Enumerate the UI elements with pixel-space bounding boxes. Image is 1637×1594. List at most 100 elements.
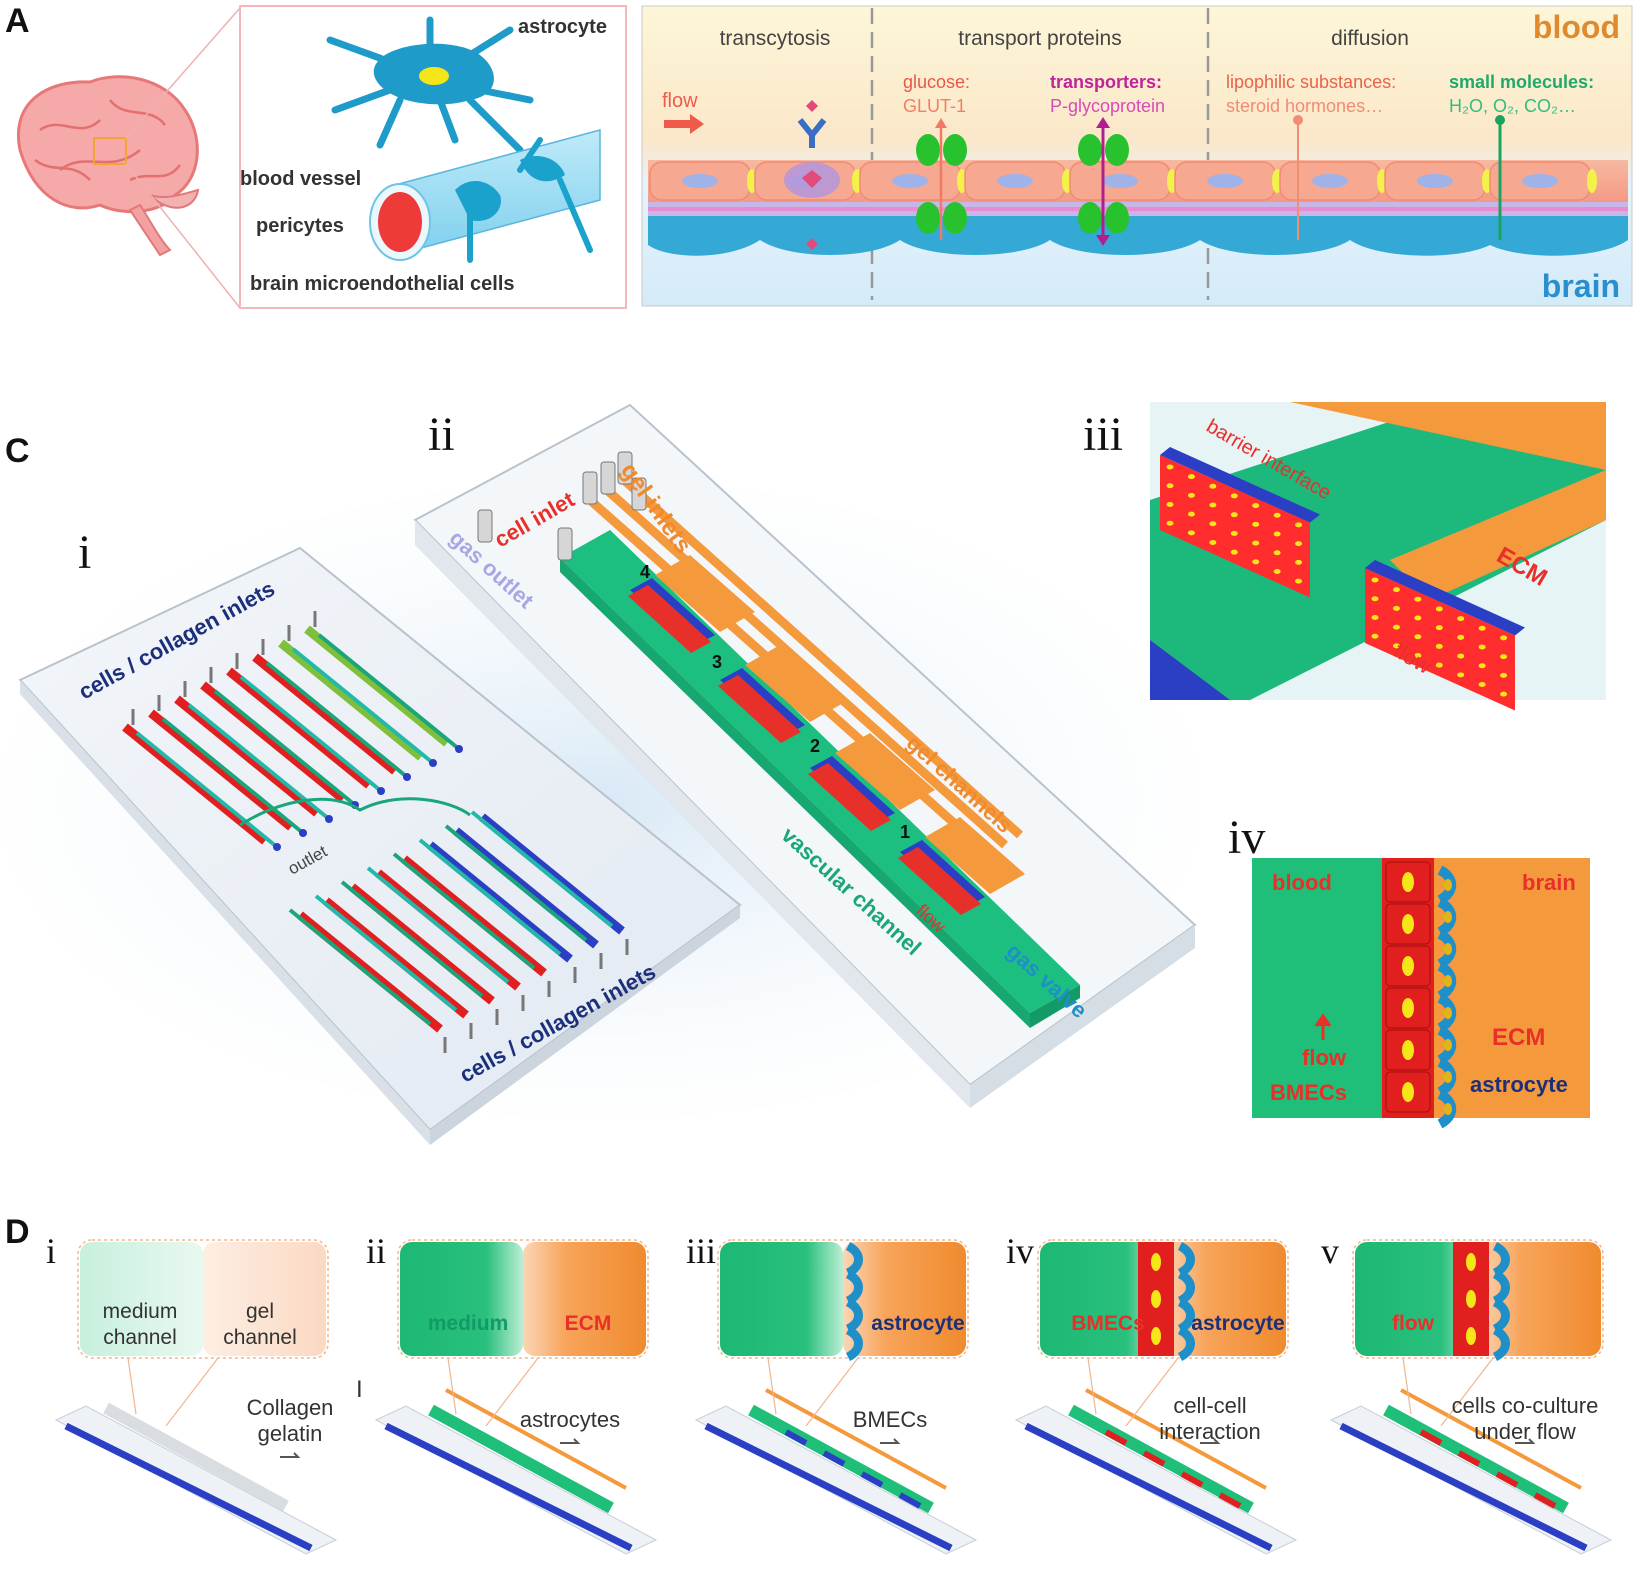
channel-green-lower <box>418 838 562 956</box>
cell-nucleus <box>1252 521 1260 527</box>
astrocyte-nucleus <box>1444 975 1452 987</box>
cell-nucleus <box>1230 530 1238 536</box>
channel-green <box>213 689 357 807</box>
outlet-channel <box>239 797 471 827</box>
panel-letter-c: C <box>5 432 30 470</box>
cell-nucleus <box>1252 559 1260 565</box>
channel-lower <box>375 869 521 991</box>
mini-orange-channel <box>1400 1388 1582 1490</box>
mini-barrier <box>1180 1471 1204 1488</box>
cell-nucleus <box>1166 483 1174 489</box>
cell-slab <box>1365 568 1515 711</box>
channel-green <box>317 633 461 751</box>
cell-nucleus <box>1414 653 1422 659</box>
cell-nucleus <box>1230 512 1238 518</box>
cell-nucleus <box>682 174 718 188</box>
channel-lower <box>427 841 573 963</box>
blood-vessel-illustration <box>369 129 601 263</box>
mini-chip <box>374 1405 658 1555</box>
cell-slab <box>1160 455 1310 598</box>
mini-barrier <box>898 1492 922 1509</box>
outlet-dot <box>273 843 281 851</box>
channel-green-lower <box>288 908 432 1026</box>
label-gel-channel: channel <box>223 1326 297 1349</box>
channel-red <box>278 639 424 761</box>
callout-line <box>447 1357 457 1415</box>
mini-empty-channel <box>103 1402 289 1512</box>
panel-d: D imediumchannelgelchannelCollagengelati… <box>5 1213 1613 1555</box>
label-right: ECM <box>565 1312 612 1335</box>
cell-nucleus <box>1435 643 1443 649</box>
mini-chip <box>1329 1405 1613 1555</box>
cell-nucleus <box>1478 625 1486 631</box>
callout-line <box>165 1357 219 1427</box>
cell-nucleus <box>1435 606 1443 612</box>
label-medium-channel: channel <box>103 1326 177 1349</box>
cell-nucleus <box>1295 522 1303 528</box>
cell-nucleus <box>1392 624 1400 630</box>
medium-region <box>1355 1242 1478 1356</box>
cell-nucleus <box>1500 672 1508 678</box>
channel-red <box>226 667 372 789</box>
cell-nucleus <box>1457 634 1465 640</box>
panel-letter-a: A <box>5 2 30 40</box>
cell-nucleus <box>1209 502 1217 508</box>
cell-nucleus <box>1371 596 1379 602</box>
barrier-block-red <box>808 763 891 831</box>
outlet-dot <box>377 787 385 795</box>
step-caption: astrocytes <box>520 1407 620 1432</box>
bmec-nucleus <box>1151 1290 1161 1308</box>
cell-nucleus <box>1209 483 1217 489</box>
cell-nucleus <box>1187 492 1195 498</box>
tight-junction <box>1587 169 1597 193</box>
label-right: astrocyte <box>1191 1312 1284 1335</box>
medium-region <box>400 1242 523 1356</box>
cell-nucleus <box>1500 635 1508 641</box>
astrocyte-nucleus <box>1444 879 1452 891</box>
channel-green-lower <box>366 866 510 984</box>
cell-nucleus <box>1478 681 1486 687</box>
label-bmecs-iv: BMECs <box>1270 1080 1347 1105</box>
cell-nucleus <box>1371 615 1379 620</box>
gel-region <box>523 1242 646 1356</box>
cell-nucleus <box>1187 511 1195 517</box>
bmec-nucleus <box>1466 1327 1476 1345</box>
mini-green-channel <box>428 1404 614 1514</box>
cell-nucleus <box>1417 174 1453 188</box>
bmec-nucleus <box>1402 1082 1414 1102</box>
cell-nucleus <box>1414 615 1422 621</box>
lipophilic-dot <box>1293 115 1303 125</box>
label-bmec: brain microendothelial cells <box>250 273 515 295</box>
callout-line <box>1440 1357 1494 1427</box>
callout-line <box>127 1357 137 1415</box>
callout-line <box>767 1357 777 1415</box>
cell-nucleus <box>1500 691 1508 697</box>
bmec-nucleus <box>1151 1327 1161 1345</box>
channel-green <box>161 717 305 835</box>
next-arrow-icon <box>280 1452 301 1458</box>
channel-green <box>239 675 383 793</box>
label-medium-channel: medium <box>103 1300 178 1323</box>
mini-orange-channel <box>1085 1388 1267 1490</box>
astrocyte-nucleus <box>1444 1007 1452 1019</box>
bmec-nucleus <box>1402 914 1414 934</box>
transcytosis-vesicle <box>784 100 840 250</box>
bmec-nucleus <box>1151 1253 1161 1271</box>
channel-green-lower <box>392 852 536 970</box>
mini-barrier <box>860 1471 884 1488</box>
step-numeral: ii <box>366 1231 386 1271</box>
channel-lower <box>479 813 625 935</box>
channel-green <box>135 731 279 849</box>
next-arrow-icon <box>880 1438 901 1444</box>
astrocyte-cell <box>326 16 534 154</box>
c-sub-iii: iii <box>1083 408 1123 461</box>
mini-barrier <box>1142 1450 1166 1467</box>
outlet-dot <box>299 829 307 837</box>
barrier-block-orange <box>745 645 845 722</box>
cell-nucleus <box>1500 654 1508 660</box>
cell-nucleus <box>1457 653 1465 659</box>
step-caption: cells co-culture <box>1452 1393 1599 1418</box>
panel-b-background <box>641 5 1633 307</box>
